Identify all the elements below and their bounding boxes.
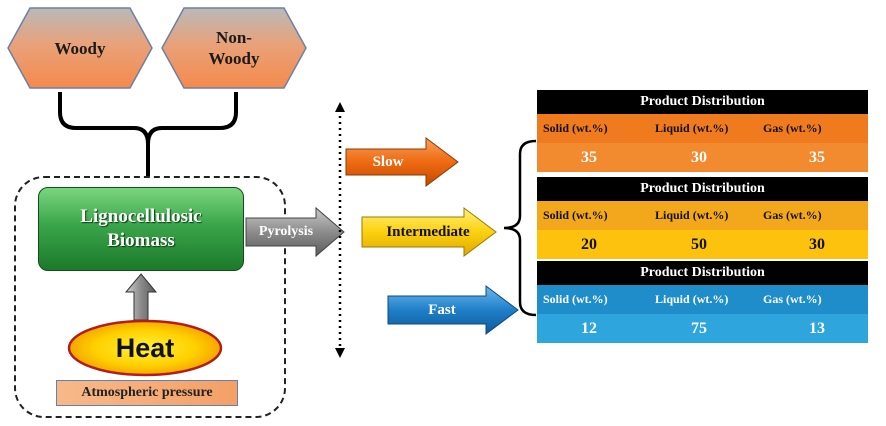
gas-column-header: Gas (wt.%) [763,121,822,135]
table-columns-row: Solid (wt.%) Liquid (wt.%) Gas (wt.%) [537,114,868,143]
slow-label: Slow [372,153,404,170]
fast-product-table: Product Distribution Solid (wt.%) Liquid… [537,261,868,343]
table-values-row: 35 30 35 [537,143,868,172]
liquid-column-header: Liquid (wt.%) [655,292,729,306]
woody-hexagon: Woody [6,6,154,90]
pyrolysis-label: Pyrolysis [258,224,314,239]
gas-value: 13 [809,319,825,337]
solid-value: 20 [581,235,597,253]
table-values-row: 20 50 30 [537,230,868,259]
table-header: Product Distribution [537,90,868,114]
biomass-container [14,176,286,418]
intermediate-product-table: Product Distribution Solid (wt.%) Liquid… [537,177,868,259]
solid-value: 12 [581,319,597,337]
table-columns-row: Solid (wt.%) Liquid (wt.%) Gas (wt.%) [537,285,868,314]
table-values-row: 12 75 13 [537,314,868,343]
gas-value: 35 [809,148,825,166]
slow-product-table: Product Distribution Solid (wt.%) Liquid… [537,90,868,172]
non-woody-hexagon: Non-Woody [160,6,308,90]
table-columns-row: Solid (wt.%) Liquid (wt.%) Gas (wt.%) [537,201,868,230]
woody-label: Woody [54,38,106,58]
liquid-value: 75 [691,319,707,337]
fast-arrow-icon [387,285,519,335]
liquid-column-header: Liquid (wt.%) [655,208,729,222]
up-arrow-icon [124,273,158,321]
non-woody-label: Non-Woody [208,28,260,68]
liquid-value: 30 [691,148,707,166]
fast-label: Fast [428,301,456,318]
atmospheric-pressure-box: Atmospheric pressure [56,380,238,406]
gas-column-header: Gas (wt.%) [763,208,822,222]
mode-brace [503,139,537,317]
liquid-column-header: Liquid (wt.%) [655,121,729,135]
gas-value: 30 [809,235,825,253]
dotted-divider [335,102,345,358]
heat-label: Heat [115,332,175,363]
table-header: Product Distribution [537,261,868,285]
solid-value: 35 [581,148,597,166]
solid-column-header: Solid (wt.%) [543,121,608,135]
liquid-value: 50 [691,235,707,253]
table-header: Product Distribution [537,177,868,201]
gas-column-header: Gas (wt.%) [763,292,822,306]
heat-ellipse [67,319,223,377]
intermediate-arrow-icon [361,207,497,257]
slow-arrow-icon [345,137,459,187]
solid-column-header: Solid (wt.%) [543,292,608,306]
hexagon-brace [58,92,238,176]
solid-column-header: Solid (wt.%) [543,208,608,222]
intermediate-label: Intermediate [386,223,470,240]
pyrolysis-arrow-icon [245,206,345,258]
